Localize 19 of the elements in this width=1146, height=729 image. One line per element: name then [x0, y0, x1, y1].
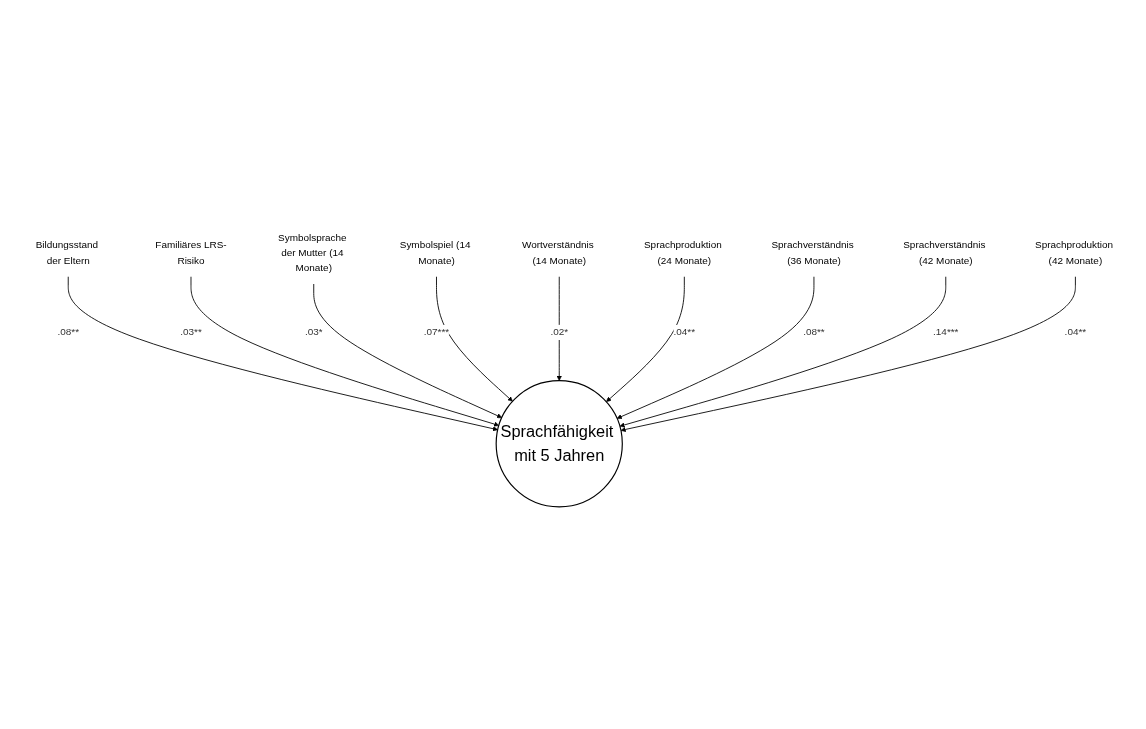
edge-label: .03**: [180, 326, 202, 338]
node-text: Sprachproduktion (24 Monate): [644, 239, 722, 266]
node-text: Bildungsstand der Eltern: [35, 239, 99, 266]
node-text: Sprachverständnis (42 Monate): [903, 239, 986, 266]
node-text: Symbolsprache der Mutter (14 Monate): [278, 232, 347, 274]
edge-label: .08**: [57, 326, 80, 338]
edge-label: .14***: [933, 326, 959, 338]
edge-label: .02*: [550, 326, 569, 338]
node-text: Symbolspiel (14 Monate): [399, 239, 471, 266]
node-text: Sprachverständnis (36 Monate): [771, 239, 854, 266]
edge-label: .07***: [423, 326, 450, 338]
edge-label: .04**: [673, 326, 696, 338]
node-text: Sprachproduktion (42 Monate): [1035, 239, 1113, 266]
node-text: Wortverständnis (14 Monate): [522, 239, 594, 266]
node-text: Familiäres LRS-Risiko: [155, 239, 227, 266]
edge-label: .04**: [1064, 326, 1087, 338]
edge-label: .08**: [803, 326, 825, 338]
edge-label: .03*: [304, 326, 323, 338]
node-circle: Sprachfähigkeit mit 5 Jahren: [495, 380, 623, 508]
